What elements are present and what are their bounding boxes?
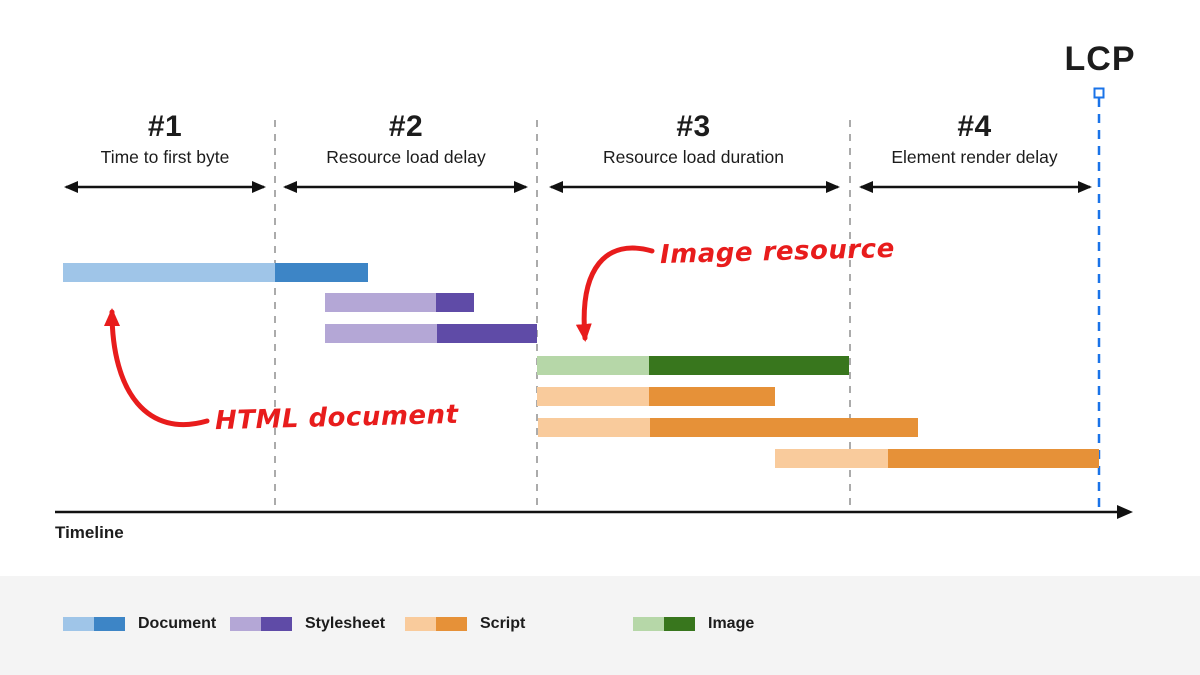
legend-item-image: Image xyxy=(633,615,755,632)
legend-item-stylesheet: Stylesheet xyxy=(230,615,386,632)
image-swatch-light xyxy=(633,617,664,631)
bar-segment-script-2-dark xyxy=(650,418,918,437)
gantt-bar-document xyxy=(0,263,1200,282)
bar-segment-script-1-dark xyxy=(649,387,775,406)
gantt-bar-stylesheet-2 xyxy=(0,324,1200,343)
legend-label-stylesheet: Stylesheet xyxy=(305,615,386,632)
html-document-annotation: HTML document xyxy=(214,399,459,437)
phase-2-number: #2 xyxy=(388,110,424,143)
script-swatch-icon xyxy=(405,617,467,631)
bar-segment-script-3-dark xyxy=(888,449,1099,468)
bar-segment-stylesheet-1-dark xyxy=(436,293,474,312)
bar-segment-script-2-light xyxy=(538,418,650,437)
phase-1-number: #1 xyxy=(147,110,183,143)
stylesheet-swatch-light xyxy=(230,617,261,631)
stylesheet-swatch-dark xyxy=(261,617,292,631)
legend-item-script: Script xyxy=(405,615,526,632)
image-swatch-dark xyxy=(664,617,695,631)
bar-segment-script-3-light xyxy=(775,449,888,468)
document-swatch-icon xyxy=(63,617,125,631)
bar-segment-script-1-light xyxy=(537,387,649,406)
timeline-axis-label: Timeline xyxy=(55,523,124,542)
phase-header-1: #1 Time to first byte xyxy=(55,110,275,168)
bar-segment-document-dark xyxy=(275,263,368,282)
phase-4-number: #4 xyxy=(957,110,992,143)
phase-4-label: Element render delay xyxy=(891,147,1058,167)
document-swatch-light xyxy=(63,617,94,631)
script-swatch-dark xyxy=(436,617,467,631)
phase-3-number: #3 xyxy=(676,110,711,143)
phase-header-3: #3 Resource load duration xyxy=(537,110,850,168)
phase-3-label: Resource load duration xyxy=(603,147,784,167)
bar-segment-stylesheet-2-dark xyxy=(437,324,537,343)
gantt-bar-script-2 xyxy=(0,418,1200,437)
phase-header-4: #4 Element render delay xyxy=(850,110,1099,168)
gantt-bar-script-1 xyxy=(0,387,1200,406)
bar-segment-image-light xyxy=(537,356,649,375)
gantt-bar-image xyxy=(0,356,1200,375)
phase-1-label: Time to first byte xyxy=(100,147,230,167)
legend-label-image: Image xyxy=(708,615,755,632)
legend-label-script: Script xyxy=(480,615,526,632)
bar-segment-stylesheet-2-light xyxy=(325,324,437,343)
legend-item-document: Document xyxy=(63,615,217,632)
phase-header-2: #2 Resource load delay xyxy=(275,110,537,168)
lcp-label: LCP xyxy=(1064,40,1136,78)
document-swatch-dark xyxy=(94,617,125,631)
stylesheet-swatch-icon xyxy=(230,617,292,631)
gantt-bar-stylesheet-1 xyxy=(0,293,1200,312)
bar-segment-document-light xyxy=(63,263,275,282)
legend: Document Stylesheet Script Image xyxy=(0,576,1200,675)
bar-segment-image-dark xyxy=(649,356,849,375)
bar-segment-stylesheet-1-light xyxy=(325,293,436,312)
script-swatch-light xyxy=(405,617,436,631)
gantt-bar-script-3 xyxy=(0,449,1200,468)
image-resource-annotation: Image resource xyxy=(659,233,896,271)
phase-2-label: Resource load delay xyxy=(326,147,486,167)
legend-label-document: Document xyxy=(138,615,217,632)
image-swatch-icon xyxy=(633,617,695,631)
